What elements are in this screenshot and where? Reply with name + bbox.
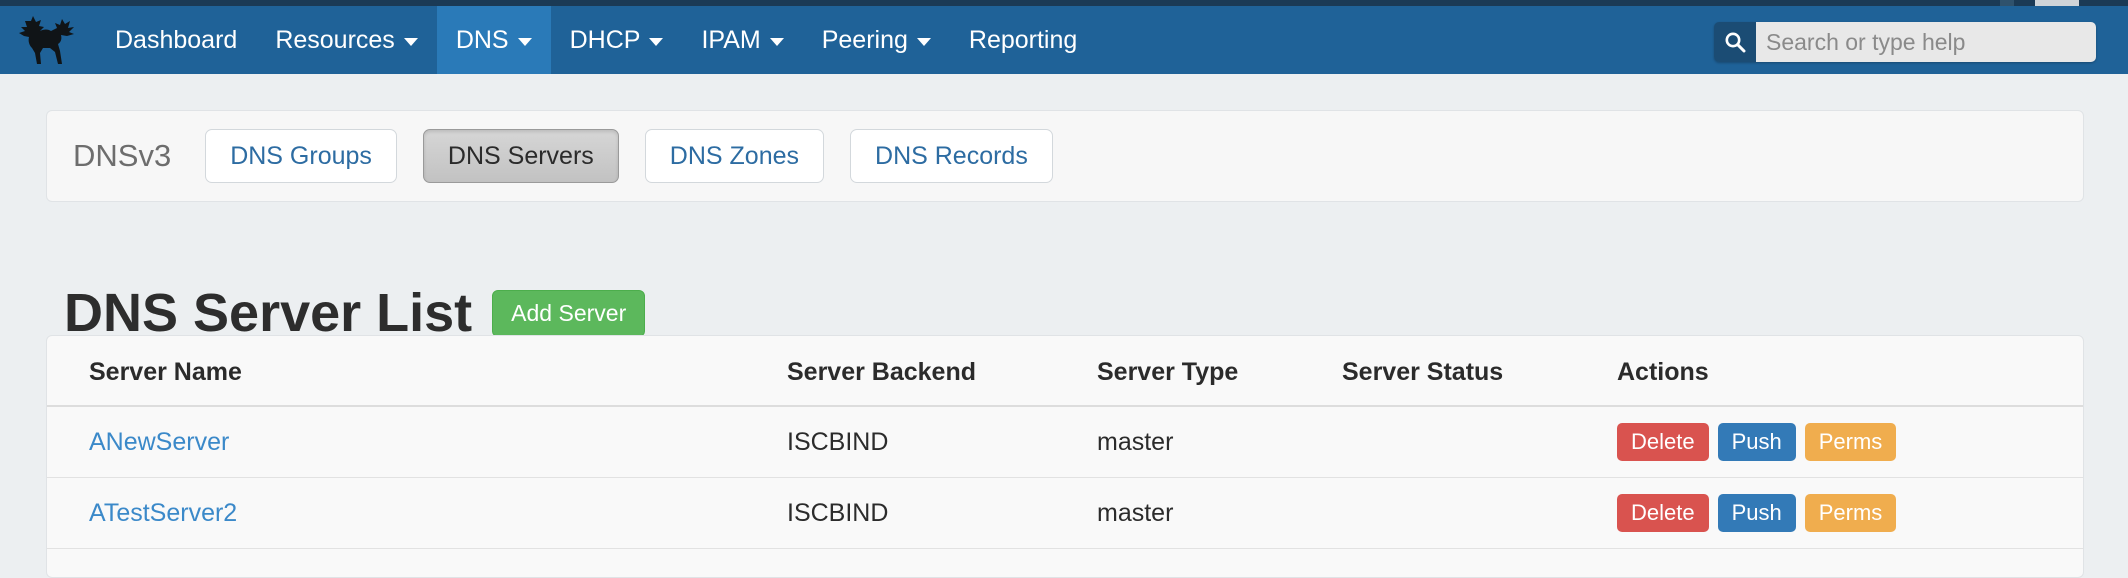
subnav-title: DNSv3 bbox=[73, 138, 172, 173]
nav-item-label: DHCP bbox=[569, 25, 641, 54]
table-head: Server Name Server Backend Server Type S… bbox=[47, 336, 2083, 407]
search-bar bbox=[1714, 22, 2096, 62]
tab-dns-zones[interactable]: DNS Zones bbox=[644, 129, 825, 183]
cell-server-name: ATestServer2 bbox=[47, 477, 787, 549]
add-server-button[interactable]: Add Server bbox=[492, 289, 646, 337]
server-name-link[interactable]: ANewServer bbox=[89, 427, 230, 456]
browser-chrome-tab-active bbox=[2035, 0, 2079, 6]
page-title: DNS Server List bbox=[64, 283, 473, 344]
nav-item-dhcp[interactable]: DHCP bbox=[551, 6, 683, 74]
chevron-down-icon bbox=[649, 38, 664, 46]
action-button-group: Delete Push Perms bbox=[1617, 494, 2083, 532]
column-header-actions: Actions bbox=[1617, 336, 2083, 407]
search-input[interactable] bbox=[1756, 22, 2096, 62]
nav-item-label: Resources bbox=[275, 25, 395, 54]
column-header-server-status: Server Status bbox=[1342, 336, 1617, 407]
chevron-down-icon bbox=[517, 38, 532, 46]
delete-button[interactable]: Delete bbox=[1617, 423, 1709, 461]
nav-item-ipam[interactable]: IPAM bbox=[682, 6, 802, 74]
cell-actions: Delete Push Perms bbox=[1617, 406, 2083, 478]
page-header: DNS Server List Add Server bbox=[64, 250, 646, 376]
cell-server-backend: ISCBIND bbox=[787, 406, 1097, 478]
cell-actions: Delete Push Perms bbox=[1617, 477, 2083, 549]
nav-item-reporting[interactable]: Reporting bbox=[950, 6, 1096, 74]
tab-dns-groups[interactable]: DNS Groups bbox=[205, 129, 397, 183]
subnav-panel: DNSv3 DNS Groups DNS Servers DNS Zones D… bbox=[46, 110, 2084, 202]
nav-item-peering[interactable]: Peering bbox=[803, 6, 950, 74]
column-header-server-backend: Server Backend bbox=[787, 336, 1097, 407]
server-table: Server Name Server Backend Server Type S… bbox=[47, 336, 2083, 549]
chevron-down-icon bbox=[403, 38, 418, 46]
top-navbar: Dashboard Resources DNS DHCP IPAM Peerin… bbox=[0, 6, 2128, 74]
nav-item-label: Reporting bbox=[968, 25, 1078, 54]
chevron-down-icon bbox=[769, 38, 784, 46]
column-header-server-name: Server Name bbox=[47, 336, 787, 407]
perms-button[interactable]: Perms bbox=[1804, 494, 1897, 532]
nav-item-label: Dashboard bbox=[115, 25, 238, 54]
chevron-down-icon bbox=[916, 38, 931, 46]
tab-dns-servers[interactable]: DNS Servers bbox=[422, 129, 619, 183]
cell-server-backend: ISCBIND bbox=[787, 477, 1097, 549]
nav-item-label: Peering bbox=[821, 25, 908, 54]
navbar-items: Dashboard Resources DNS DHCP IPAM Peerin… bbox=[96, 6, 1096, 74]
cell-server-status bbox=[1342, 477, 1617, 549]
search-icon[interactable] bbox=[1714, 22, 1756, 62]
table-body: ANewServer ISCBIND master Delete Push Pe… bbox=[47, 406, 2083, 549]
browser-chrome-tab-inactive bbox=[2000, 0, 2014, 6]
table-header-row: Server Name Server Backend Server Type S… bbox=[47, 336, 2083, 407]
moose-logo-icon[interactable] bbox=[0, 6, 96, 74]
push-button[interactable]: Push bbox=[1717, 494, 1796, 532]
cell-server-type: master bbox=[1097, 406, 1342, 478]
tab-dns-records[interactable]: DNS Records bbox=[850, 129, 1053, 183]
table-row: ATestServer2 ISCBIND master Delete Push … bbox=[47, 477, 2083, 549]
nav-item-dns[interactable]: DNS bbox=[436, 6, 551, 74]
server-list-panel: Server Name Server Backend Server Type S… bbox=[46, 335, 2084, 578]
column-header-server-type: Server Type bbox=[1097, 336, 1342, 407]
nav-item-label: IPAM bbox=[701, 25, 761, 54]
server-name-link[interactable]: ATestServer2 bbox=[89, 498, 238, 527]
cell-server-type: master bbox=[1097, 477, 1342, 549]
nav-item-dashboard[interactable]: Dashboard bbox=[96, 6, 256, 74]
action-button-group: Delete Push Perms bbox=[1617, 423, 2083, 461]
delete-button[interactable]: Delete bbox=[1617, 494, 1709, 532]
perms-button[interactable]: Perms bbox=[1804, 423, 1897, 461]
browser-chrome-strip bbox=[0, 0, 2128, 6]
cell-server-name: ANewServer bbox=[47, 406, 787, 478]
push-button[interactable]: Push bbox=[1717, 423, 1796, 461]
table-row: ANewServer ISCBIND master Delete Push Pe… bbox=[47, 406, 2083, 478]
cell-server-status bbox=[1342, 406, 1617, 478]
nav-item-label: DNS bbox=[455, 25, 509, 54]
nav-item-resources[interactable]: Resources bbox=[256, 6, 437, 74]
